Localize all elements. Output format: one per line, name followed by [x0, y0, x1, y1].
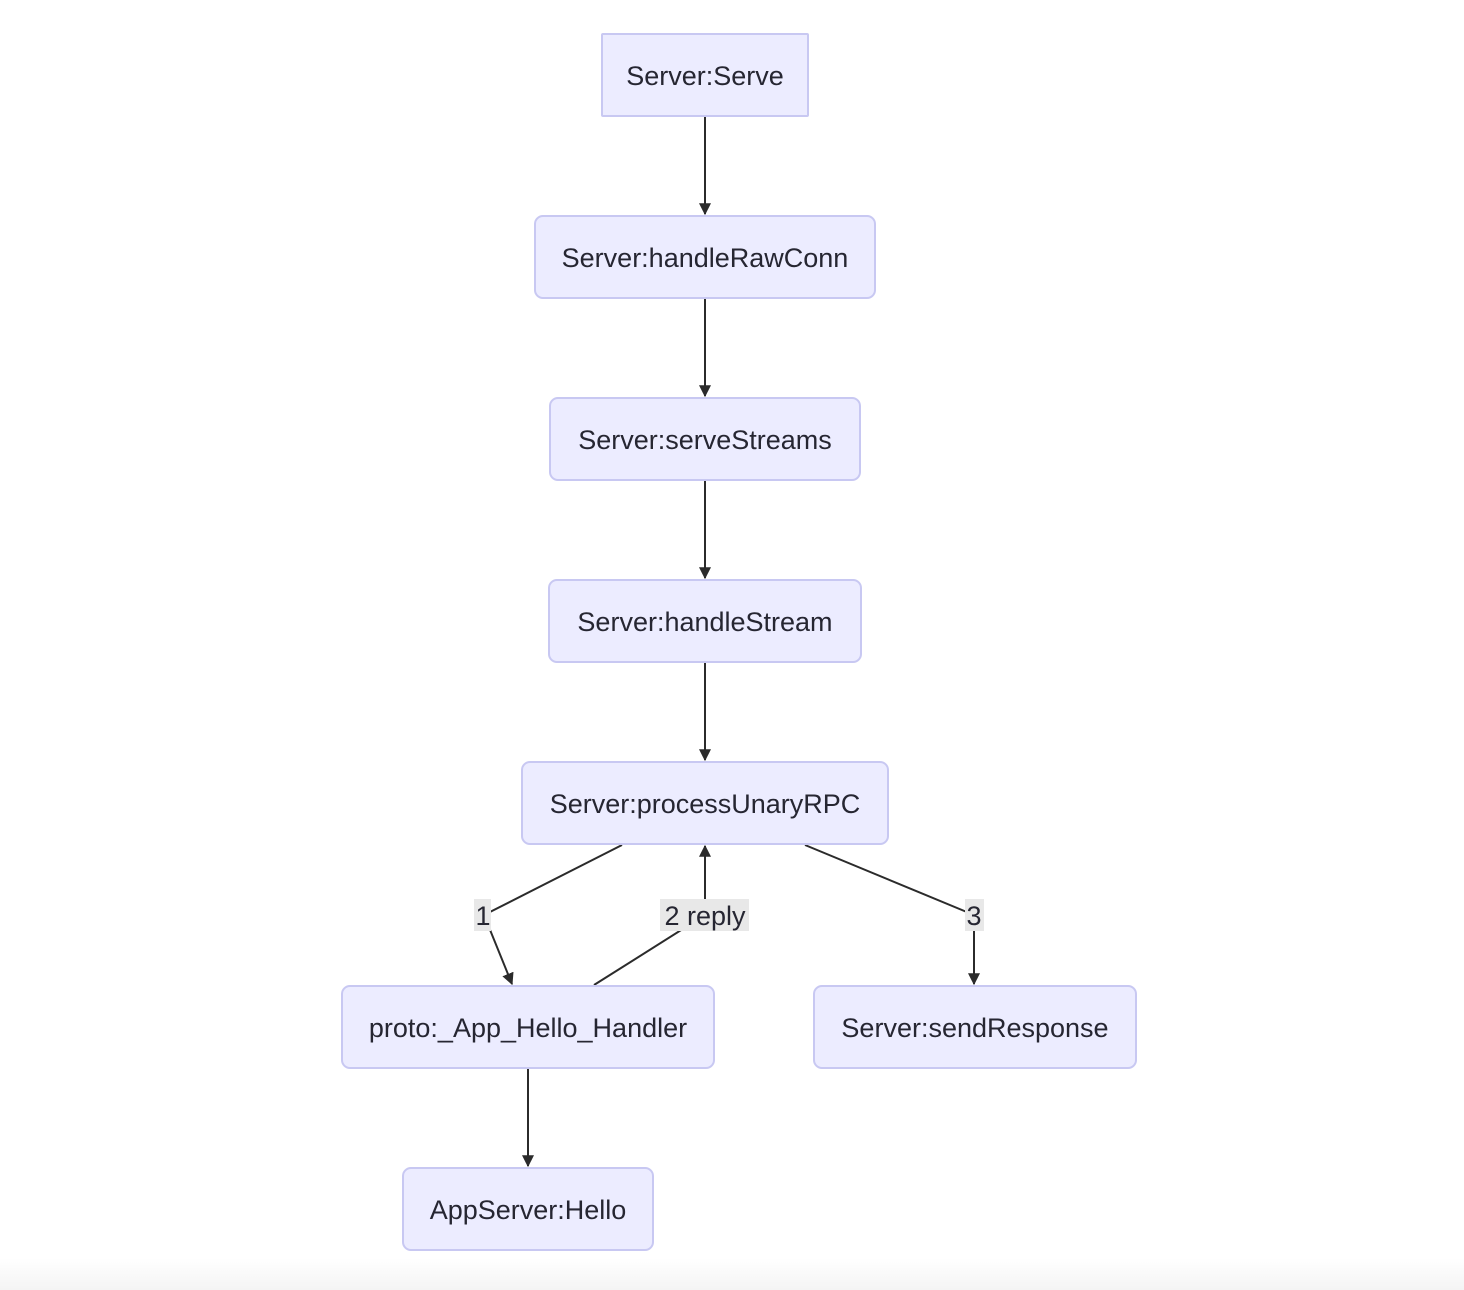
node-proto-app-hello-handler-label: proto:_App_Hello_Handler [369, 1013, 687, 1043]
node-server-handlestream-label: Server:handleStream [577, 607, 832, 637]
node-proto-app-hello-handler: proto:_App_Hello_Handler [341, 985, 715, 1069]
edge-processunaryrpc-to-sendresponse [804, 844, 980, 986]
node-server-sendresponse-label: Server:sendResponse [841, 1013, 1108, 1043]
edge-label-step-2-reply-text: 2 reply [664, 901, 746, 931]
node-server-sendresponse: Server:sendResponse [813, 985, 1137, 1069]
node-appserver-hello-label: AppServer:Hello [430, 1195, 627, 1225]
node-server-serve-label: Server:Serve [626, 61, 784, 91]
node-appserver-hello: AppServer:Hello [402, 1167, 654, 1251]
page-bottom-edge [0, 1258, 1464, 1290]
edge-processunaryrpc-to-apphellohandler [482, 844, 623, 986]
node-server-handlerawconn-label: Server:handleRawConn [562, 243, 849, 273]
node-server-processunaryrpc: Server:processUnaryRPC [521, 761, 889, 845]
node-server-handlestream: Server:handleStream [548, 579, 862, 663]
edge-label-step-3: 3 [965, 899, 984, 931]
edge-label-step-3-text: 3 [966, 901, 981, 931]
edge-label-step-1: 1 [474, 899, 491, 931]
edge-label-step-2-reply: 2 reply [660, 899, 749, 931]
edge-label-step-1-text: 1 [475, 901, 490, 931]
node-server-serve: Server:Serve [601, 33, 809, 117]
node-server-servestreams: Server:serveStreams [549, 397, 861, 481]
node-server-servestreams-label: Server:serveStreams [578, 425, 832, 455]
node-server-handlerawconn: Server:handleRawConn [534, 215, 876, 299]
node-server-processunaryrpc-label: Server:processUnaryRPC [550, 789, 861, 819]
